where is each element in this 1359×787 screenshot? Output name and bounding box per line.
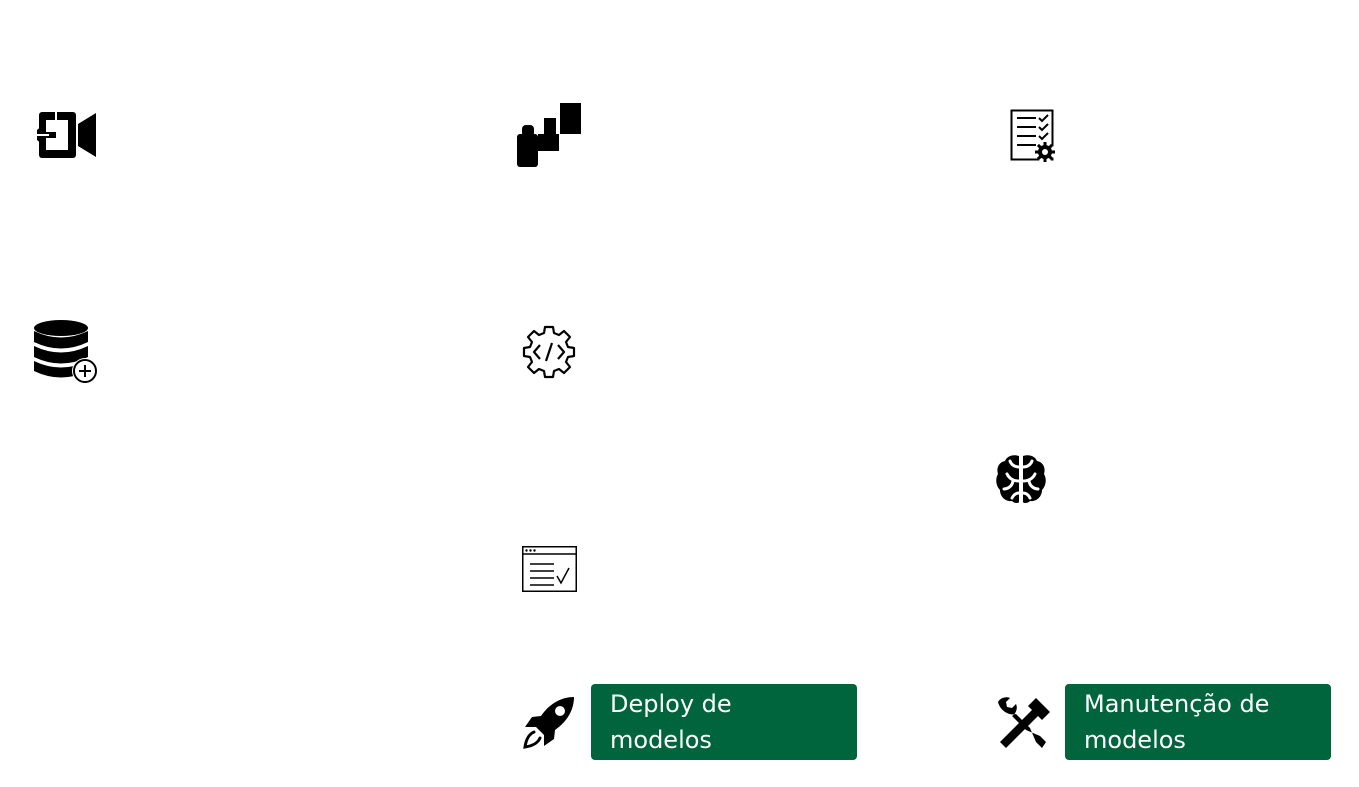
database-add-icon [33,319,99,385]
brain-icon [995,453,1047,505]
document-settings-icon [1010,109,1058,164]
maintenance-label: Manutenção de modelos [1065,684,1331,760]
rocket-icon [523,696,576,749]
code-gear-icon [522,325,576,379]
browser-checklist-icon [522,546,577,593]
tools-icon [996,696,1052,750]
segments-icon [516,102,582,168]
video-camera-icon [35,110,98,160]
deploy-label: Deploy de modelos [591,684,857,760]
